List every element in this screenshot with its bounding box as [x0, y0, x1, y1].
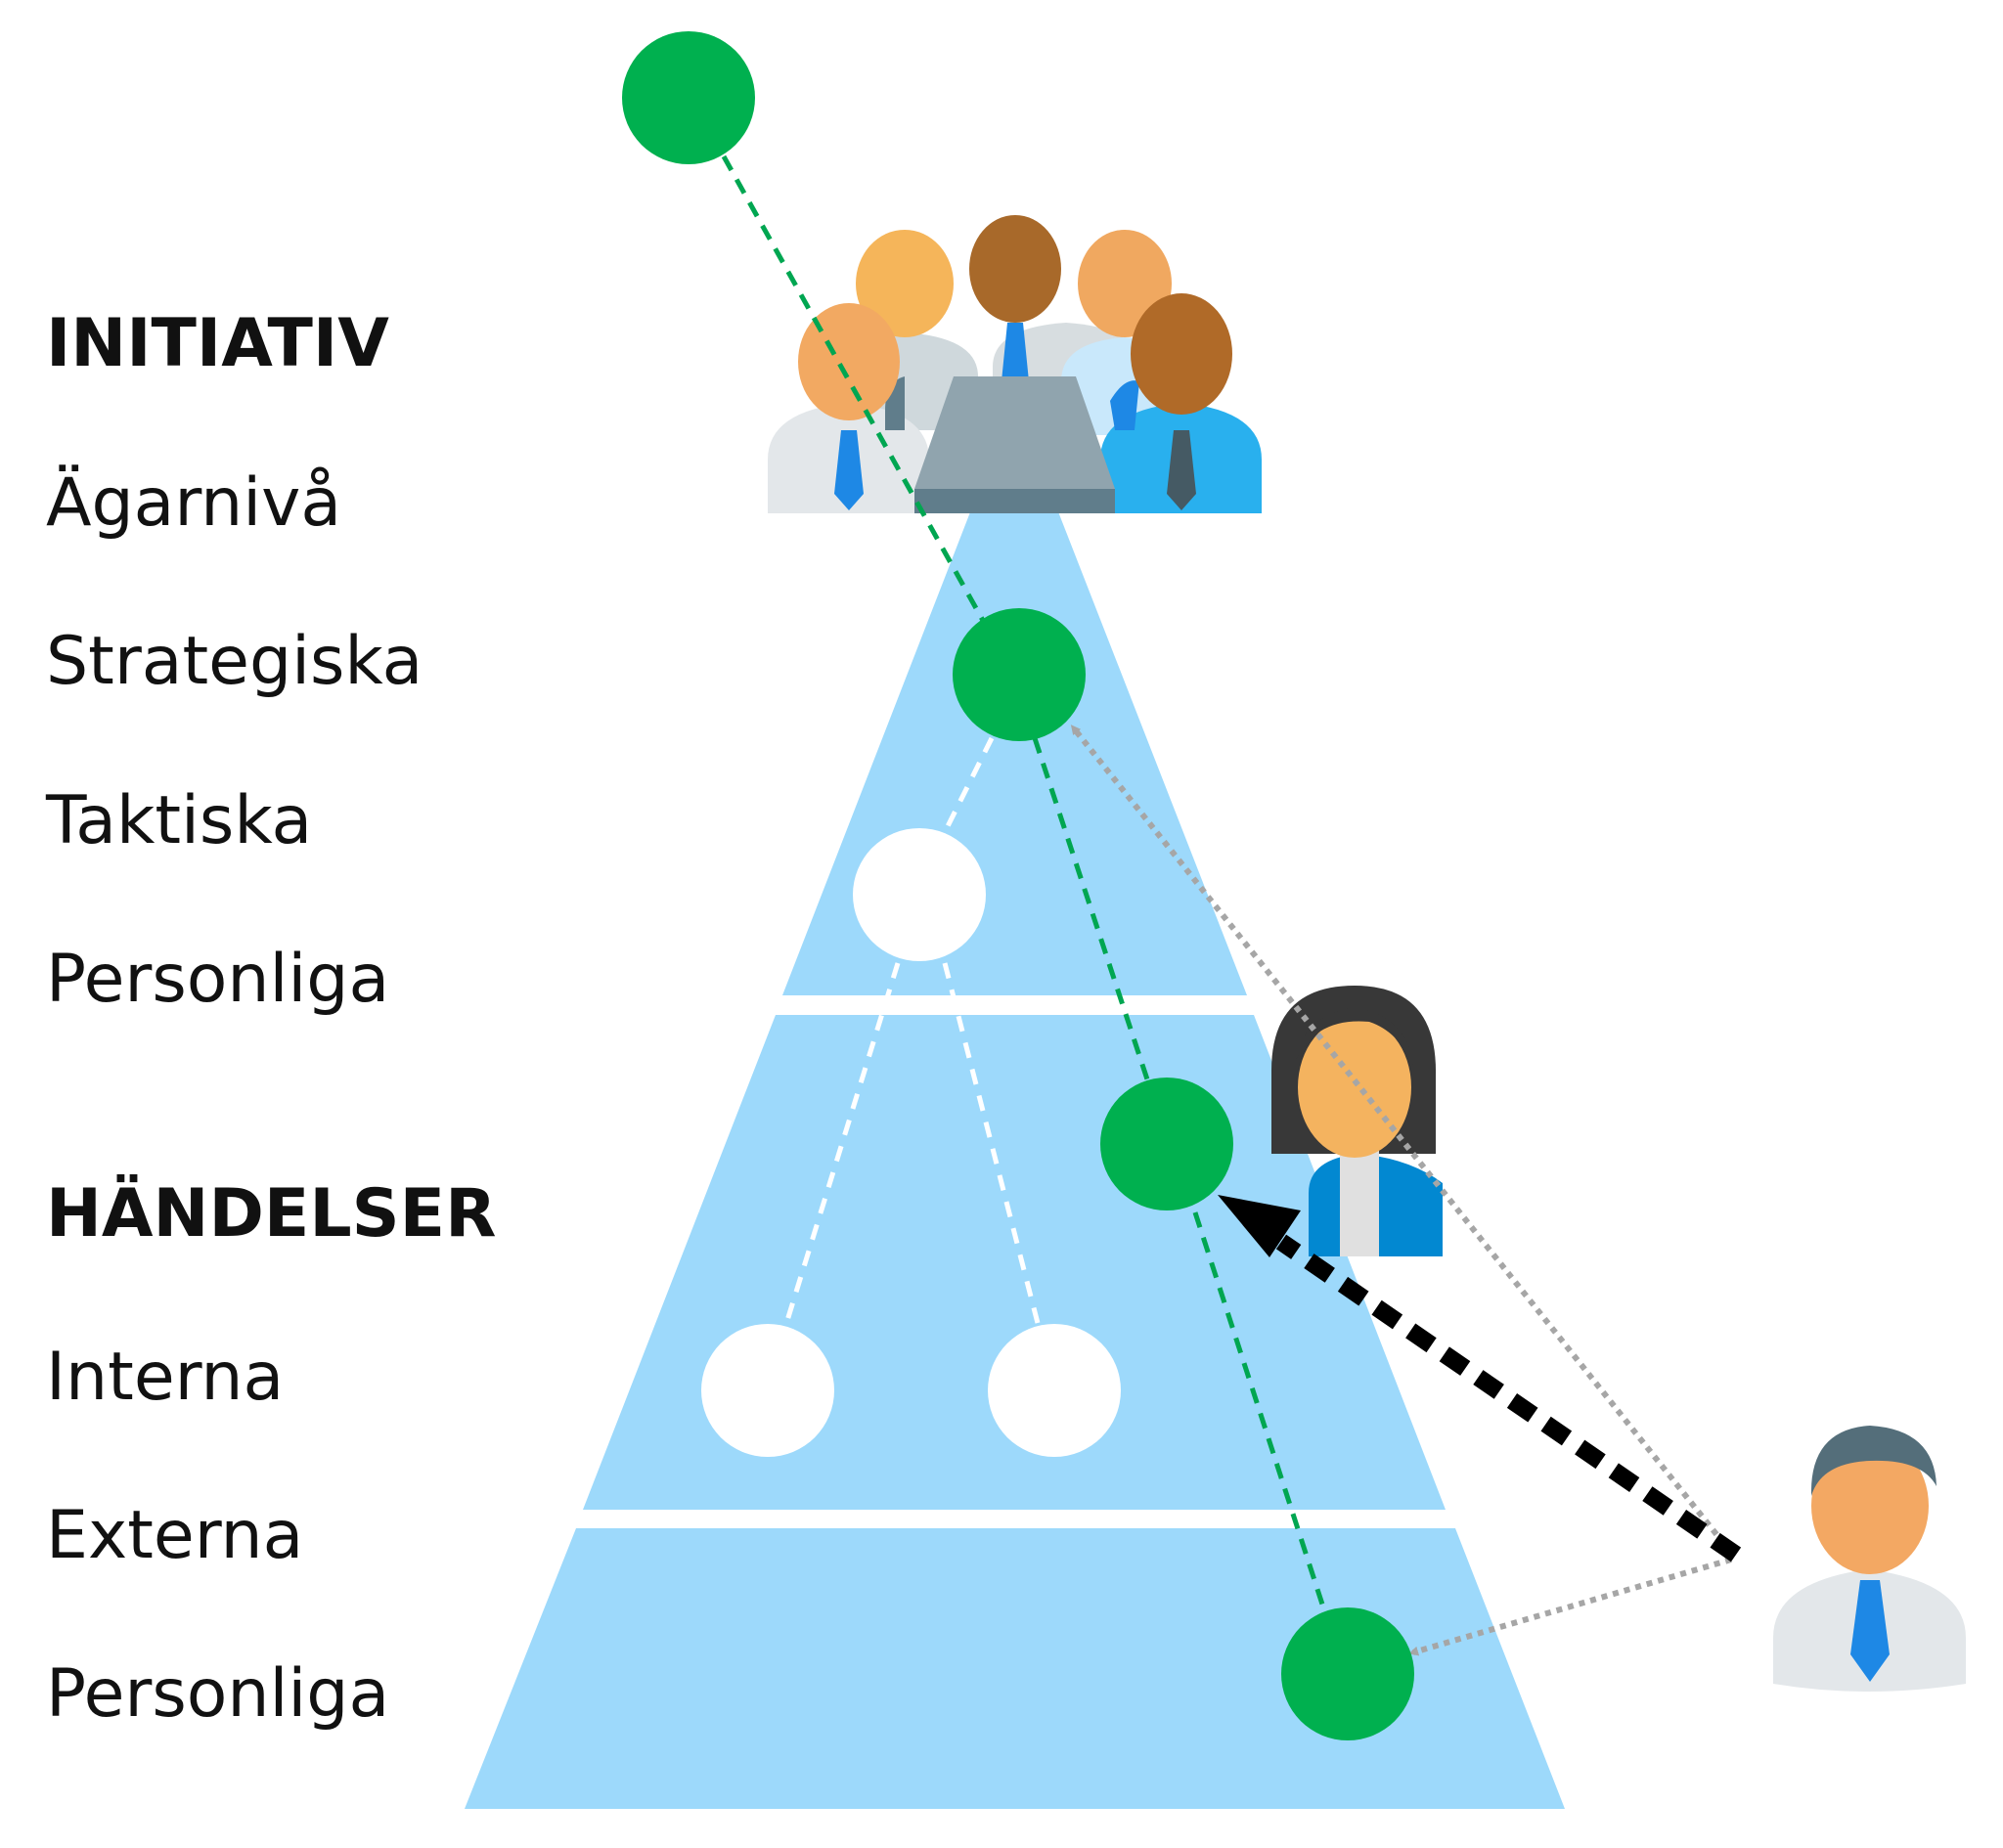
label-personliga-initiativ: Personliga [46, 941, 390, 1018]
green-node-strategic [953, 608, 1086, 741]
connector-strategic-tactical [940, 736, 995, 838]
green-node-personal [1281, 1607, 1414, 1740]
white-node-internal-left [701, 1324, 834, 1457]
label-personliga-handelser: Personliga [46, 1655, 390, 1733]
label-interna: Interna [46, 1339, 285, 1416]
woman-icon [1271, 986, 1443, 1256]
handelser-heading: HÄNDELSER [46, 1175, 497, 1253]
grey-arrows [1070, 725, 1734, 1656]
connector-tactical-internal-left [782, 962, 901, 1328]
black-arrow [1218, 1195, 1742, 1562]
pyramid-tier-bottom [465, 1528, 1565, 1809]
label-strategiska: Strategiska [46, 623, 423, 700]
label-agarniva: Ägarnivå [46, 464, 342, 542]
connector-tactical-internal-right [942, 962, 1042, 1328]
green-segment-2 [1032, 737, 1152, 1086]
white-node-internal-right [988, 1324, 1121, 1457]
green-path [721, 154, 1328, 1614]
green-segment-3 [1192, 1211, 1328, 1614]
group-of-people-icon [768, 215, 1262, 513]
label-taktiska: Taktiska [46, 782, 313, 859]
initiativ-heading: INITIATIV [46, 305, 389, 382]
black-arrow-head [1218, 1195, 1301, 1257]
white-node-tactical [853, 828, 986, 961]
black-arrow-line [1275, 1234, 1742, 1562]
nodes [622, 31, 1414, 1740]
green-node-middle [1100, 1078, 1233, 1210]
green-node-top [622, 31, 755, 164]
green-segment-1 [721, 154, 989, 628]
white-connectors [782, 736, 1042, 1328]
man-icon [1773, 1426, 1966, 1692]
label-externa: Externa [46, 1497, 304, 1574]
grey-arrow-to-personal [1408, 1557, 1732, 1656]
